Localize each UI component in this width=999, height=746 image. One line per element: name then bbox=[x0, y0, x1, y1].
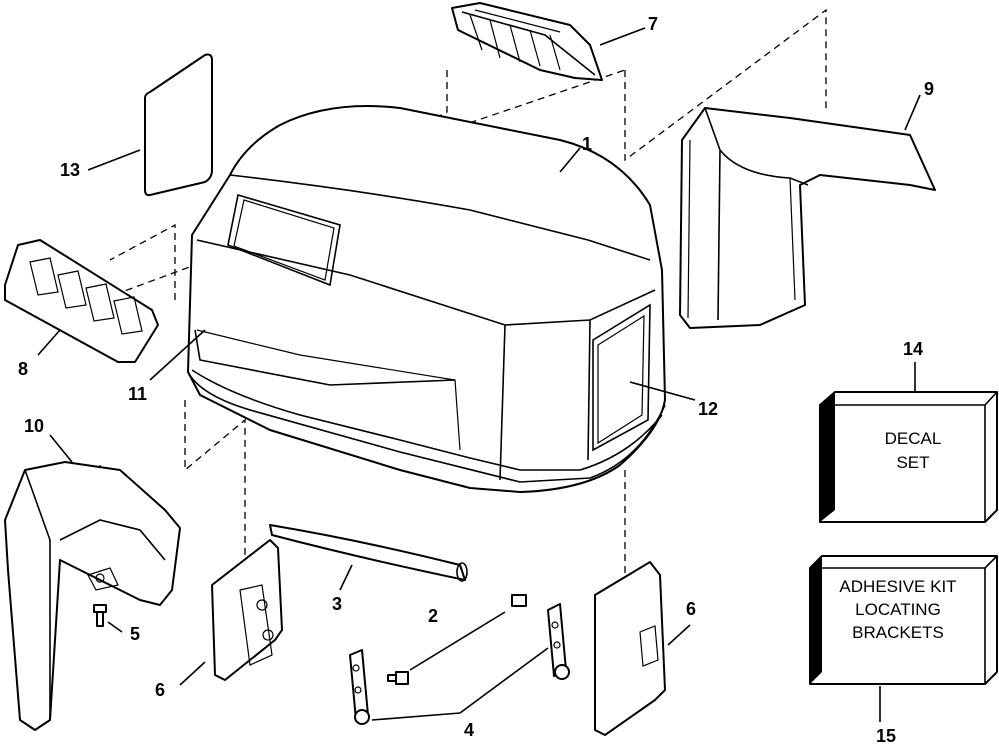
leader-lines bbox=[37, 27, 921, 722]
callout-3: 3 bbox=[332, 594, 342, 614]
panel-decal bbox=[144, 53, 213, 197]
callout-1: 1 bbox=[582, 134, 592, 154]
decal-set-line-1: DECAL bbox=[885, 429, 942, 448]
callout-8: 8 bbox=[18, 359, 28, 379]
callout-6-right: 6 bbox=[686, 599, 696, 619]
callout-2: 2 bbox=[428, 606, 438, 626]
locating-brackets bbox=[349, 603, 570, 725]
callout-9: 9 bbox=[924, 79, 934, 99]
top-cowl bbox=[187, 105, 666, 493]
callout-15: 15 bbox=[876, 726, 896, 746]
callout-13: 13 bbox=[60, 160, 80, 180]
screw-2 bbox=[387, 594, 527, 685]
seal-strip bbox=[269, 524, 468, 591]
callout-6-left: 6 bbox=[155, 680, 165, 700]
adhesive-kit-line-2: LOCATING bbox=[855, 600, 941, 619]
callouts: 1 2 3 4 5 6 6 7 8 9 10 11 12 13 14 15 bbox=[18, 14, 934, 746]
rear-cover bbox=[679, 107, 936, 329]
vent-grille-side bbox=[4, 239, 159, 363]
vent-grille-top bbox=[451, 2, 603, 81]
callout-4: 4 bbox=[464, 720, 474, 740]
bracket-plate-left bbox=[179, 539, 283, 686]
adhesive-kit-line-3: BRACKETS bbox=[852, 623, 944, 642]
callout-12: 12 bbox=[698, 399, 718, 419]
lower-side-cover bbox=[4, 461, 181, 731]
decal-set-line-2: SET bbox=[896, 453, 929, 472]
callout-5: 5 bbox=[130, 624, 140, 644]
callout-10: 10 bbox=[24, 416, 44, 436]
decal-set-box: DECAL SET bbox=[819, 391, 998, 523]
callout-7: 7 bbox=[648, 14, 658, 34]
adhesive-kit-line-1: ADHESIVE KIT bbox=[839, 577, 956, 596]
adhesive-kit-box: ADHESIVE KIT LOCATING BRACKETS bbox=[809, 555, 998, 685]
callout-11: 11 bbox=[128, 384, 147, 404]
screw-5 bbox=[93, 604, 123, 633]
bracket-plate-right bbox=[594, 561, 691, 736]
callout-14: 14 bbox=[903, 339, 923, 359]
